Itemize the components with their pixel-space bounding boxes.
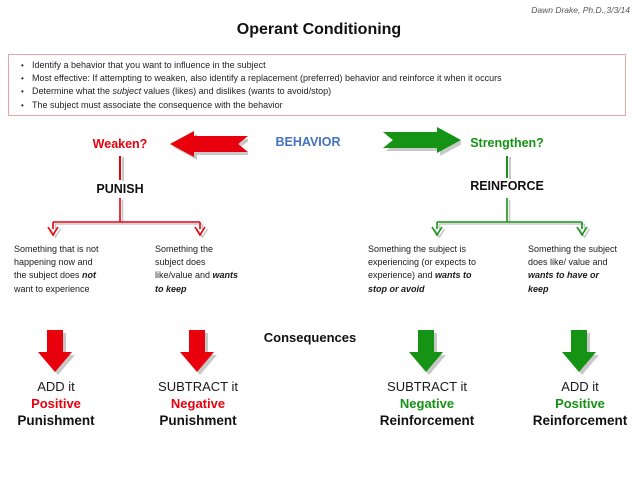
strengthen-reinforce-connector-shadow (509, 157, 511, 179)
bullet-icon: • (21, 74, 24, 84)
bullet-icon: • (21, 61, 24, 70)
down-arrow-icon (180, 330, 217, 375)
bullet-text: Most effective: If attempting to weaken,… (32, 73, 502, 84)
down-arrow-icon (409, 330, 446, 375)
bullet-item: • The subject must associate the consequ… (21, 99, 619, 112)
bullet-icon: • (21, 87, 24, 97)
strengthen-arrow-icon (383, 127, 461, 156)
author-credit: Dawn Drake, Ph.D.,3/3/14 (531, 5, 630, 15)
bullet-icon: • (21, 100, 24, 110)
consequences-label: Consequences (263, 330, 357, 345)
outcome-valence: Negative (170, 396, 226, 411)
weaken-punish-connector (119, 156, 121, 180)
slide-title: Operant Conditioning (236, 21, 402, 38)
bullet-item: • Identify a behavior that you want to i… (21, 59, 619, 72)
punish-label: PUNISH (96, 182, 144, 196)
outcome-category: Punishment (159, 413, 237, 428)
outcome-negative-punishment: SUBTRACT it Negative Punishment (140, 330, 256, 430)
bullet-item: • Most effective: If attempting to weake… (21, 72, 619, 85)
outcome-action: SUBTRACT it (387, 379, 467, 394)
bullet-text: Identify a behavior that you want to inf… (32, 60, 266, 70)
down-arrow-icon (38, 330, 75, 375)
weaken-punish-connector-shadow (122, 157, 124, 181)
outcome-action: SUBTRACT it (158, 379, 238, 394)
outcome-positive-reinforcement: ADD it Positive Reinforcement (518, 330, 638, 430)
strengthen-label: Strengthen? (470, 136, 544, 150)
outcome-valence: Positive (555, 396, 605, 411)
strengthen-reinforce-connector (506, 156, 508, 178)
outcome-positive-punishment: ADD it Positive Punishment (0, 330, 112, 430)
key-points-box: • Identify a behavior that you want to i… (8, 54, 626, 116)
outcome-negative-reinforcement: SUBTRACT it Negative Reinforcement (365, 330, 489, 430)
outcome-category: Reinforcement (379, 413, 475, 428)
reinforce-label: REINFORCE (470, 179, 544, 193)
description-positive-punishment: Something that is not happening now and … (14, 244, 99, 294)
bullet-item: • Determine what the subject values (lik… (21, 85, 619, 98)
punish-branch-connector (47, 198, 209, 239)
outcome-action: ADD it (37, 379, 75, 394)
outcome-action: ADD it (561, 379, 599, 394)
emphasis-subject: subject (112, 86, 142, 97)
weaken-arrow-icon (170, 131, 248, 160)
description-positive-reinforcement: Something the subject does like/ value a… (528, 244, 618, 294)
outcome-valence: Negative (399, 396, 455, 411)
outcome-valence: Positive (31, 396, 81, 411)
bullet-text: Determine what the subject values (likes… (32, 86, 332, 97)
outcome-category: Punishment (17, 413, 95, 428)
description-negative-punishment: Something the subject does like/value an… (155, 244, 239, 294)
behavior-label: BEHAVIOR (275, 135, 341, 149)
weaken-label: Weaken? (92, 137, 148, 151)
description-negative-reinforcement: Something the subject is experiencing (o… (368, 244, 477, 294)
outcome-category: Reinforcement (532, 413, 628, 428)
reinforce-branch-connector (431, 198, 591, 239)
bullet-text: The subject must associate the consequen… (32, 99, 283, 110)
down-arrow-icon (562, 330, 599, 375)
